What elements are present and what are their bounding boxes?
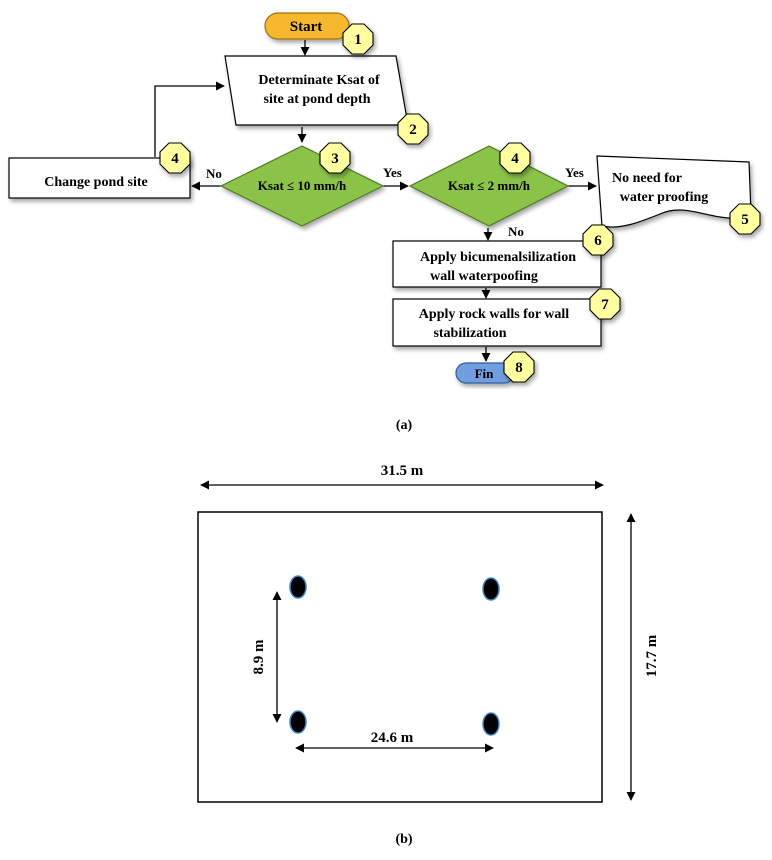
flowchart: Start Determinate Ksat of site at pond d… <box>8 12 761 384</box>
badge-8: 8 <box>503 351 535 383</box>
badge-4-decision: 4 <box>499 142 531 174</box>
svg-text:7: 7 <box>601 297 609 313</box>
badge-5: 5 <box>729 203 761 235</box>
badge-4-change-site: 4 <box>159 142 191 174</box>
vertical-spacing-label: 8.9 m <box>251 639 267 675</box>
well-bottom-right <box>482 712 500 736</box>
svg-text:4: 4 <box>511 151 519 167</box>
step7-line1: Apply rock walls for wall <box>419 307 569 322</box>
no-need-line2: water proofing <box>620 190 709 205</box>
site-plan: 31.5 m 17.7 m 8.9 m 24.6 m <box>197 463 660 803</box>
fin-label: Fin <box>475 366 495 381</box>
width-label: 31.5 m <box>381 463 424 479</box>
step2-parallelogram <box>224 55 409 126</box>
badge-1: 1 <box>342 23 374 55</box>
step6-box <box>392 240 602 288</box>
svg-text:5: 5 <box>741 212 749 228</box>
site-boundary <box>197 511 603 803</box>
svg-text:1: 1 <box>354 32 362 48</box>
step6-line1: Apply bicumenalsilization <box>420 250 576 265</box>
no-need-line1: No need for <box>612 171 682 186</box>
badge-6: 6 <box>582 224 614 256</box>
well-top-right <box>482 577 500 601</box>
decision3-label: Ksat ≤ 10 mm/h <box>258 178 347 193</box>
start-terminal <box>264 12 350 40</box>
svg-text:4: 4 <box>171 151 179 167</box>
step2-line2: site at pond depth <box>264 92 371 107</box>
caption-a: (a) <box>396 418 413 433</box>
svg-text:2: 2 <box>409 122 417 138</box>
horizontal-spacing-label: 24.6 m <box>371 730 414 746</box>
decision4-label: Ksat ≤ 2 mm/h <box>448 178 531 193</box>
label-no-left: No <box>206 166 222 181</box>
label-yes-right: Yes <box>565 165 584 180</box>
change-site-label: Change pond site <box>44 175 147 190</box>
badge-2: 2 <box>397 113 429 145</box>
step7-box <box>392 298 602 347</box>
svg-text:3: 3 <box>331 151 339 167</box>
svg-text:6: 6 <box>594 233 602 249</box>
arrow-change-site-to-step2 <box>154 81 225 157</box>
svg-text:8: 8 <box>515 360 523 376</box>
step6-line2: wall waterpoofing <box>430 269 538 284</box>
label-no-down: No <box>508 224 524 239</box>
step7-line2: stabilization <box>433 326 506 341</box>
height-label: 17.7 m <box>644 634 660 677</box>
caption-b: (b) <box>395 832 412 847</box>
badge-3: 3 <box>319 142 351 174</box>
badge-7: 7 <box>589 288 621 320</box>
well-top-left <box>289 575 307 599</box>
well-bottom-left <box>289 710 307 734</box>
change-site-box <box>8 157 191 199</box>
start-label: Start <box>290 19 323 35</box>
step2-line1: Determinate Ksat of <box>258 73 380 88</box>
label-yes-mid: Yes <box>383 165 402 180</box>
